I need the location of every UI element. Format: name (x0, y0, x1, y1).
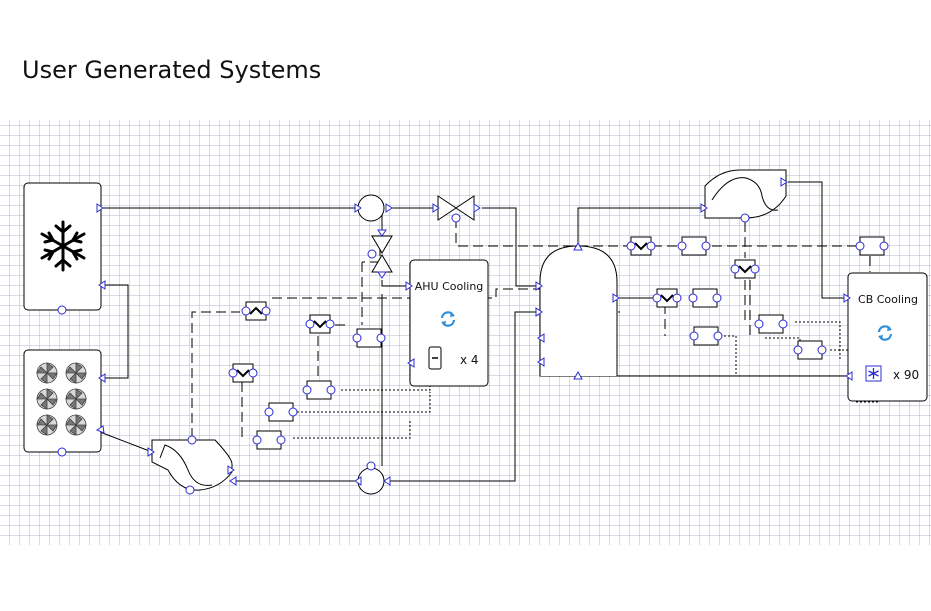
bowtie-valve-horizontal[interactable] (432, 195, 481, 223)
control-valve-6[interactable] (730, 259, 760, 279)
control-valve-4[interactable] (626, 236, 656, 256)
controller-2[interactable] (302, 380, 336, 400)
control-valve-2[interactable] (305, 314, 335, 334)
refresh-icon (440, 311, 456, 327)
controller-7[interactable] (689, 326, 723, 346)
control-valve-3[interactable] (228, 363, 258, 383)
control-valve-5[interactable] (652, 288, 682, 308)
page-title: User Generated Systems (22, 56, 322, 84)
ahu-multiplier: x 4 (460, 353, 479, 367)
snowflake-icon (40, 220, 86, 272)
fan-array-icon (36, 362, 87, 436)
bowtie-valve-vertical[interactable] (367, 229, 393, 279)
minus-icon (428, 346, 442, 370)
ahu-cooling-label: AHU Cooling (415, 280, 484, 293)
cb-multiplier: x 90 (893, 368, 919, 382)
storage-tank[interactable] (535, 241, 620, 380)
ahu-cooling-block[interactable]: AHU Cooling x 4 (405, 259, 489, 387)
snowflake-small-icon (865, 365, 882, 382)
cb-cooling-block[interactable]: CB Cooling x 90 (843, 272, 928, 402)
controller-5[interactable] (677, 236, 711, 256)
controller-1[interactable] (352, 328, 386, 348)
heat-exchanger-bottom[interactable] (147, 435, 237, 495)
cooling-coil-unit[interactable] (23, 182, 106, 315)
cb-cooling-label: CB Cooling (858, 293, 918, 306)
controller-4[interactable] (252, 430, 286, 450)
controller-10[interactable] (855, 236, 889, 256)
fan-array-unit[interactable] (23, 349, 106, 457)
piping-lines (99, 181, 848, 482)
refresh-icon (877, 325, 893, 341)
pump-bottom[interactable] (354, 461, 391, 495)
controller-8[interactable] (754, 314, 788, 334)
controller-9[interactable] (793, 340, 827, 360)
heat-exchanger-top[interactable] (700, 169, 788, 223)
controller-6[interactable] (688, 288, 722, 308)
control-valve-1[interactable] (241, 301, 271, 321)
pump-top[interactable] (354, 194, 393, 222)
controller-3[interactable] (264, 402, 298, 422)
